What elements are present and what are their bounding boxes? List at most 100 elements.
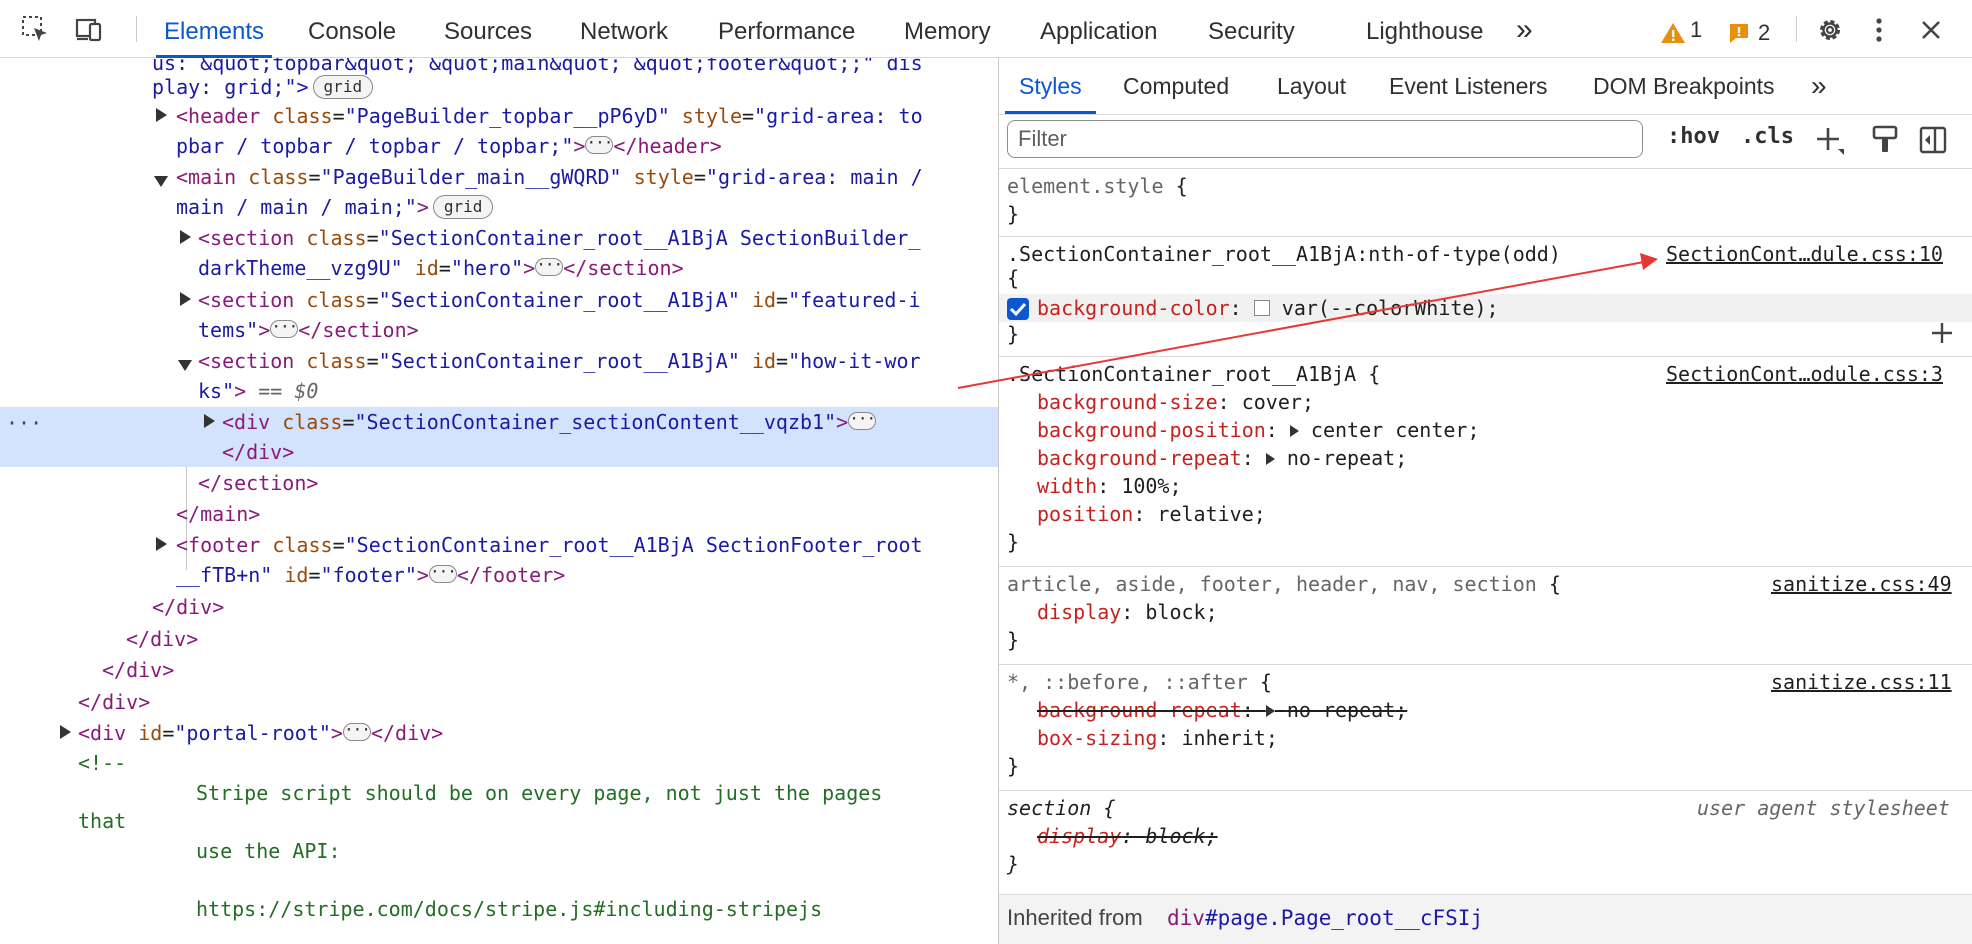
tree-line: us: &quot;topbar&quot; &quot;main&quot; … — [152, 58, 923, 75]
rule-close: } — [1007, 530, 1020, 554]
tab-memory[interactable]: Memory — [904, 18, 991, 45]
footer-node[interactable]: <footer class="SectionContainer_root__A1… — [176, 533, 923, 557]
collapse-section-toggle[interactable] — [178, 358, 192, 376]
new-style-rule-icon[interactable] — [1815, 126, 1845, 156]
expand-portal-toggle[interactable] — [60, 725, 71, 744]
device-toolbar-icon[interactable] — [74, 14, 104, 44]
declaration[interactable]: background-position: center center; — [1037, 418, 1480, 442]
expand-footer-toggle[interactable] — [156, 537, 167, 556]
footer-node-cont[interactable]: __fTB+n" id="footer"></footer> — [176, 557, 565, 590]
node-actions-icon[interactable]: ··· — [6, 411, 43, 435]
collapsed-content-badge[interactable] — [848, 404, 877, 434]
declaration[interactable]: position: relative; — [1037, 502, 1266, 526]
div-close-tag: </div> — [78, 690, 151, 714]
comment-line: that — [78, 809, 127, 833]
tab-sources[interactable]: Sources — [444, 18, 533, 45]
rule-close: } — [1007, 628, 1020, 652]
collapsed-content-badge[interactable] — [585, 128, 614, 158]
declaration[interactable]: display: block; — [1037, 600, 1218, 624]
tree-line[interactable]: play: grid;">grid — [152, 72, 374, 102]
toggle-sidebar-icon[interactable] — [1919, 126, 1947, 154]
inherited-label: Inherited from — [1007, 905, 1143, 930]
collapsed-content-badge[interactable] — [342, 715, 371, 745]
tab-lighthouse[interactable]: Lighthouse — [1366, 18, 1484, 45]
main-node-cont[interactable]: main / main / main;">grid — [176, 192, 494, 222]
inherited-node-link[interactable]: div#page.Page_root__cFSIj — [1167, 906, 1484, 930]
rule-selector[interactable]: section { — [1007, 796, 1116, 820]
section-featured-node-cont[interactable]: tems"></section> — [198, 312, 419, 345]
rule-source-link[interactable]: SectionCont…odule.css:3 — [1666, 362, 1943, 386]
declaration[interactable]: background-size: cover; — [1037, 390, 1314, 414]
kebab-menu-icon[interactable] — [1872, 16, 1886, 44]
tab-computed[interactable]: Computed — [1123, 73, 1230, 99]
tab-styles[interactable]: Styles — [1005, 58, 1096, 114]
tab-event-listeners[interactable]: Event Listeners — [1389, 73, 1548, 99]
element-style-selector[interactable]: element.style { — [1007, 174, 1188, 198]
tab-dom-breakpoints[interactable]: DOM Breakpoints — [1593, 73, 1775, 99]
overridden-declaration[interactable]: background-repeat: no-repeat; — [1037, 698, 1408, 722]
warning-icon[interactable] — [1660, 21, 1686, 45]
grid-badge[interactable]: grid — [312, 75, 374, 99]
portal-root-node[interactable]: <div id="portal-root"></div> — [78, 715, 443, 748]
expand-shorthand-icon — [1265, 453, 1275, 465]
rule-source-link[interactable]: sanitize.css:49 — [1771, 572, 1952, 596]
gear-icon[interactable] — [1816, 16, 1844, 44]
issues-icon[interactable] — [1728, 22, 1750, 44]
expand-shorthand-icon — [1289, 425, 1299, 437]
section-how-it-works-node[interactable]: <section class="SectionContainer_root__A… — [198, 349, 921, 373]
section-how-it-works-node-cont[interactable]: ks"> == $0 — [198, 379, 319, 403]
inherited-from-header: Inherited from div#page.Page_root__cFSIj — [999, 894, 1972, 944]
tree-guide-line — [186, 466, 187, 570]
expand-section-toggle[interactable] — [180, 292, 191, 311]
expand-header-toggle[interactable] — [156, 108, 167, 127]
declaration[interactable]: background-repeat: no-repeat; — [1037, 446, 1408, 470]
rule-selector[interactable]: article, aside, footer, header, nav, sec… — [1007, 572, 1561, 596]
rule-selector[interactable]: .SectionContainer_root__A1BjA:nth-of-typ… — [1007, 242, 1561, 266]
filter-input[interactable]: Filter — [1007, 120, 1643, 158]
add-declaration-icon[interactable] — [1929, 320, 1955, 346]
expand-section-toggle[interactable] — [180, 230, 191, 249]
tab-performance[interactable]: Performance — [718, 18, 856, 45]
tab-console[interactable]: Console — [308, 18, 397, 45]
section-hero-node-cont[interactable]: darkTheme__vzg9U" id="hero"></section> — [198, 250, 684, 283]
expand-div-toggle[interactable] — [204, 414, 215, 433]
div-node[interactable]: <div class="SectionContainer_sectionCont… — [222, 404, 877, 437]
paint-brush-icon[interactable] — [1871, 124, 1899, 156]
declaration[interactable]: box-sizing: inherit; — [1037, 726, 1278, 750]
tab-security[interactable]: Security — [1208, 18, 1295, 45]
div-close-tag: </div> — [222, 440, 295, 464]
declaration[interactable]: background-color: var(--colorWhite); — [1037, 296, 1499, 320]
header-node[interactable]: <header class="PageBuilder_topbar__pP6yD… — [176, 104, 923, 128]
close-icon[interactable] — [1920, 19, 1942, 41]
rule-source-link[interactable]: SectionCont…dule.css:10 — [1666, 242, 1943, 266]
more-subtabs-button[interactable]: » — [1811, 70, 1827, 101]
more-tabs-button[interactable]: » — [1516, 13, 1533, 46]
collapse-main-toggle[interactable] — [154, 174, 168, 192]
tab-application[interactable]: Application — [1040, 18, 1158, 45]
declaration-checkbox[interactable] — [1007, 298, 1029, 320]
tab-layout[interactable]: Layout — [1277, 73, 1347, 99]
collapsed-content-badge[interactable] — [270, 312, 299, 342]
issues-count: 2 — [1758, 20, 1771, 45]
hov-toggle[interactable]: :hov — [1667, 124, 1720, 149]
div-close-tag: </div> — [152, 595, 225, 619]
section-hero-node[interactable]: <section class="SectionContainer_root__A… — [198, 226, 921, 250]
cls-toggle[interactable]: .cls — [1741, 124, 1794, 149]
inspect-element-icon[interactable] — [20, 14, 50, 44]
rule-close: } — [1007, 852, 1020, 876]
tab-elements[interactable]: Elements — [155, 0, 273, 58]
collapsed-content-badge[interactable] — [428, 557, 457, 587]
collapsed-content-badge[interactable] — [535, 250, 564, 280]
color-swatch[interactable] — [1253, 300, 1270, 316]
rule-source-link[interactable]: sanitize.css:11 — [1771, 670, 1952, 694]
tab-network[interactable]: Network — [580, 18, 669, 45]
section-featured-node[interactable]: <section class="SectionContainer_root__A… — [198, 288, 921, 312]
header-node-cont[interactable]: pbar / topbar / topbar / topbar;"></head… — [176, 128, 722, 161]
devtools-toolbar: Elements Console Sources Network Perform… — [0, 0, 1972, 58]
main-node[interactable]: <main class="PageBuilder_main__gWQRD" st… — [176, 165, 923, 189]
rule-selector[interactable]: *, ::before, ::after { — [1007, 670, 1272, 694]
grid-badge[interactable]: grid — [432, 195, 494, 219]
rule-selector[interactable]: .SectionContainer_root__A1BjA { — [1007, 362, 1381, 386]
rule-close: } — [1007, 202, 1020, 226]
declaration[interactable]: width: 100%; — [1037, 474, 1182, 498]
